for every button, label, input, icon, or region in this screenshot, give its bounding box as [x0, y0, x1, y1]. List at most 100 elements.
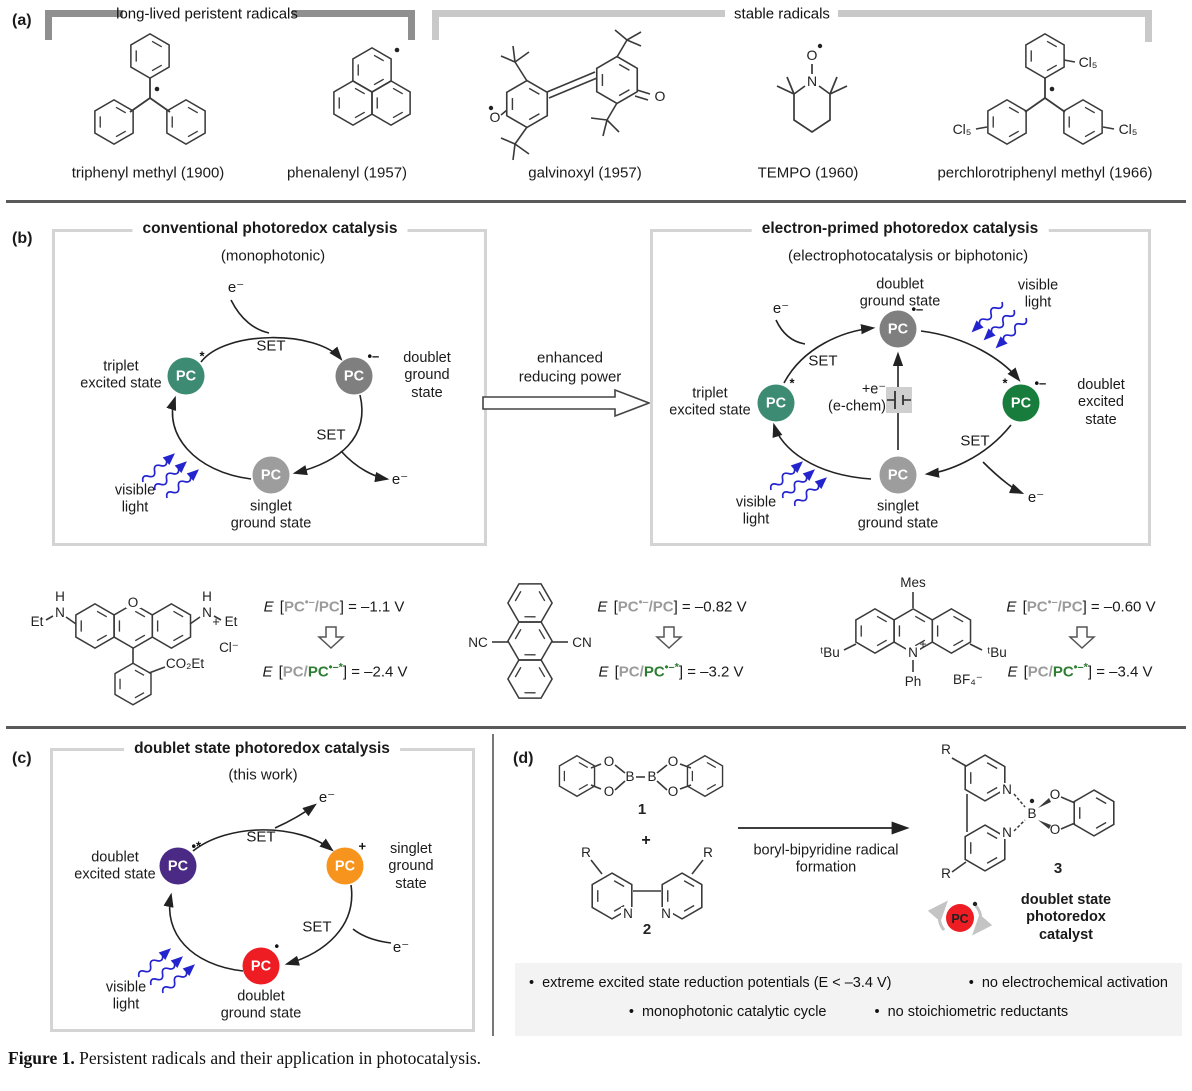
- b2cat2-o2: O: [604, 784, 615, 799]
- acridinium-plus: +: [919, 637, 926, 651]
- product-o1: O: [1050, 787, 1061, 802]
- bipy-r2: R: [703, 845, 713, 860]
- acridinium-tbu-left: ᵗBu: [820, 645, 839, 660]
- pc-node-doublet-excited: * PC •–: [1002, 376, 1046, 422]
- galvinoxyl-structure: O O: [488, 29, 666, 161]
- tempo-o: O: [807, 47, 818, 63]
- highlight-item: •no electrochemical activation: [968, 975, 1168, 991]
- set-label-right: SET: [302, 918, 332, 936]
- set-arc-top: [783, 324, 876, 384]
- pc-node-singlet-ground: PC: [252, 456, 290, 494]
- rhodamine-o: O: [128, 595, 139, 610]
- electron-label-out: e⁻: [391, 471, 409, 488]
- highlight-item: •no stoichiometric reductants: [874, 1004, 1069, 1020]
- highlights-box: •extreme excited state reduction potenti…: [515, 963, 1182, 1036]
- pc-node-triplet-excited: PC *: [757, 376, 795, 422]
- highlight-item: •monophotonic catalytic cycle: [628, 1004, 827, 1020]
- subtitle-monophotonic: (monophotonic): [220, 247, 326, 265]
- boryl-bipyridine-product-structure: R N N B O O R 3: [941, 742, 1115, 881]
- acridinium-bf4: BF₄⁻: [953, 672, 983, 687]
- reaction-arrow: [738, 821, 910, 835]
- state-label-doublet-ground: doublet ground state: [220, 988, 302, 1022]
- bipy-r1: R: [581, 845, 591, 860]
- plus-sign: +: [641, 832, 651, 849]
- electron-label-in: e⁻: [772, 300, 790, 317]
- mol-name-phenalenyl: phenalenyl (1957): [286, 164, 408, 182]
- bracket-long-lived-right: [292, 10, 415, 17]
- divider-a-b: [6, 200, 1186, 203]
- product-o2: O: [1050, 822, 1061, 837]
- electron-primed-box-title: electron-primed photoredox catalysis: [751, 220, 1049, 238]
- recycle-arc-right: [972, 905, 993, 936]
- rhodamine-h-right: H: [202, 589, 212, 604]
- radical-dot: [1049, 86, 1055, 92]
- group-title-long-lived: long-lived peristent radicals: [116, 5, 298, 23]
- acridinium-mes: Mes: [900, 575, 926, 590]
- excitation-arc: [166, 395, 252, 480]
- mol-name-galvinoxyl: galvinoxyl (1957): [528, 164, 642, 182]
- state-label-doublet-ground: doublet ground state: [859, 276, 941, 310]
- rhodamine-structure: O N H Et N H + Et Cl⁻ CO₂Et: [31, 589, 239, 706]
- bracket-stable-left: [432, 10, 725, 17]
- doublet-state-box: (this work) e⁻ SET SET e⁻ PC •* doublet …: [50, 748, 475, 1032]
- product-n1: N: [1002, 782, 1012, 797]
- pctm-cl-left: Cl₅: [953, 121, 972, 137]
- down-arrow-icon: [317, 626, 345, 650]
- state-label-doublet-excited: doublet excited state: [74, 849, 156, 883]
- down-arrow-icon: [655, 626, 683, 650]
- pc-node-singlet-ground: PC: [879, 456, 917, 494]
- rhodamine-ester: CO₂Et: [166, 656, 204, 671]
- state-label-singlet: singlet ground state: [857, 498, 939, 532]
- pctm-cl-top: Cl₅: [1079, 54, 1098, 70]
- product-r2: R: [941, 866, 951, 881]
- compound-2-number: 2: [643, 921, 651, 938]
- potential-ground-3: E [PC•–/PC] = –0.60 V: [1006, 596, 1156, 616]
- bracket-long-lived-corner-right: [408, 10, 415, 40]
- electron-label-out: e⁻: [1027, 489, 1045, 506]
- galvinoxyl-o-left: O: [490, 109, 501, 125]
- excitation-arc-left: [772, 422, 872, 480]
- bracket-stable-right: [838, 10, 1152, 17]
- product-n2: N: [1002, 825, 1012, 840]
- rhodamine-et-left: Et: [31, 614, 44, 629]
- electron-primed-cycle-arrows: [766, 297, 1031, 511]
- electron-label-out: e⁻: [318, 789, 336, 806]
- reaction-arrow-label: boryl-bipyridine radical formation: [753, 842, 899, 876]
- pc-node-triplet-excited: PC *: [167, 349, 205, 395]
- pc-node-doublet-excited: PC •*: [159, 839, 201, 885]
- pc-text: PC: [951, 912, 968, 926]
- set-label-top: SET: [256, 337, 286, 355]
- down-arrow-icon: [1068, 626, 1096, 650]
- panel-a-label: (a): [12, 12, 32, 29]
- set-label-right: SET: [316, 426, 346, 444]
- electron-primed-box: (electrophotocatalysis or biphotonic) e⁻…: [650, 229, 1151, 546]
- dca-nc: NC: [468, 635, 488, 650]
- electron-out-curve: [982, 461, 1025, 494]
- pctm-cl-right: Cl₅: [1119, 121, 1138, 137]
- rhodamine-plus: +: [212, 614, 220, 629]
- b2cat2-o3: O: [668, 754, 679, 769]
- doublet-catalyst-label: doublet state photoredox catalyst: [1020, 891, 1112, 943]
- excitation-arc-right: [920, 330, 1021, 382]
- echem-label: +e⁻ (e-chem): [827, 381, 887, 415]
- mol-name-triphenyl-methyl: triphenyl methyl (1900): [71, 164, 225, 182]
- doublet-catalyst-icon: PC: [927, 900, 993, 936]
- acridinium-structure: Mes N + Ph ᵗBu ᵗBu BF₄⁻: [820, 575, 1006, 689]
- dca-cn: CN: [572, 635, 592, 650]
- state-label-triplet: triplet excited state: [80, 358, 162, 392]
- bipy-n2: N: [661, 906, 671, 921]
- electron-out-curve: [274, 803, 317, 829]
- visible-light-label-bottom: visible light: [735, 494, 777, 528]
- electron-in-curve: [775, 319, 806, 345]
- radical-dot: [488, 105, 494, 111]
- tempo-structure: N O: [776, 43, 848, 134]
- conventional-cycle-arrows: [138, 299, 390, 503]
- electron-in-curve: [352, 928, 392, 944]
- set-arc-bottom: [924, 424, 1012, 478]
- radical-dot: [1029, 798, 1035, 804]
- pc-node-doublet-ground: PC •–: [879, 302, 923, 348]
- panel-d-label: (d): [513, 750, 534, 767]
- mol-name-tempo: TEMPO (1960): [757, 164, 859, 182]
- bipy-n1: N: [623, 906, 633, 921]
